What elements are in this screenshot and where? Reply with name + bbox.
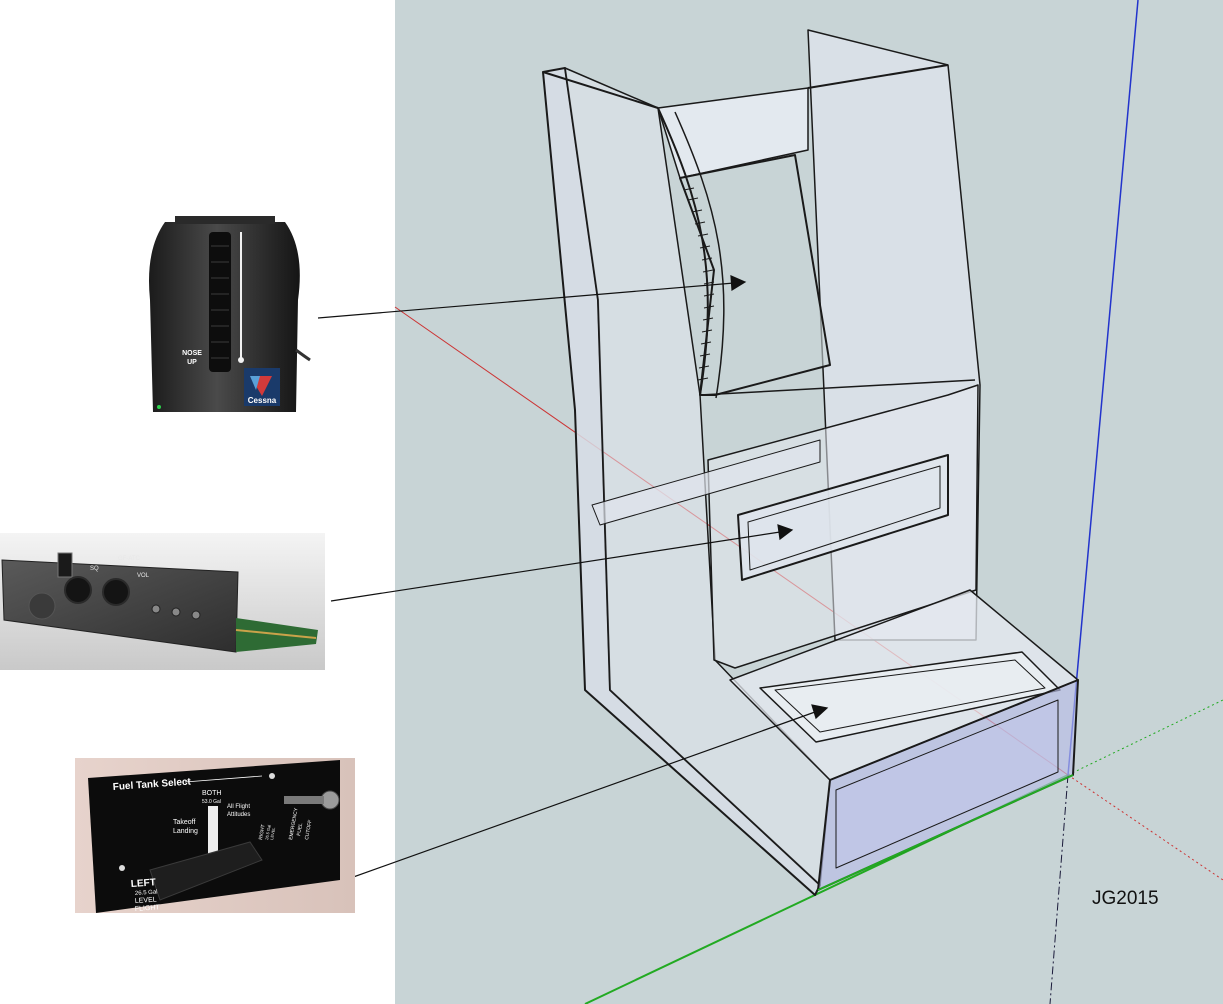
signature-text: JG2015 bbox=[1092, 888, 1159, 909]
nose-up-label-1: NOSE bbox=[182, 350, 202, 357]
fuel-selector-photo: Fuel Tank Select BOTH 53.0 Gal Takeoff L… bbox=[75, 758, 355, 913]
fuel-left-1: LEFT bbox=[130, 877, 156, 890]
fuel-emerg-1: EMERGENCY bbox=[288, 807, 300, 840]
fuel-left-3: LEVEL bbox=[135, 896, 157, 905]
fuel-selector-handle bbox=[149, 841, 263, 901]
fuel-both-label: BOTH bbox=[202, 790, 221, 797]
arrow-fuel-to-tray bbox=[330, 711, 816, 886]
arrow-radio-to-slot bbox=[330, 531, 781, 602]
radio-model-label: GF-ATC bbox=[118, 556, 141, 562]
inner-shelf bbox=[591, 439, 821, 526]
nose-up-label-2: UP bbox=[187, 359, 197, 366]
radio-panel-photo: GF-ATC SQ VOL bbox=[0, 533, 325, 670]
callout-arrows bbox=[317, 275, 829, 886]
fuel-left-2: 26.5 Gal bbox=[135, 889, 158, 897]
arrow-trim-to-monitor bbox=[317, 282, 735, 319]
top-beam bbox=[657, 87, 809, 179]
curved-edge bbox=[657, 107, 709, 396]
base-front-inner bbox=[835, 699, 1059, 869]
fuel-emerg-2: FUEL bbox=[296, 823, 304, 837]
fuel-right-2: 26.5 Gal bbox=[264, 824, 272, 840]
radio-knob1-label: SQ bbox=[90, 566, 99, 572]
fuel-right-1: RIGHT bbox=[258, 824, 267, 840]
monitor-opening bbox=[679, 154, 831, 396]
blue-axis bbox=[1067, 0, 1139, 776]
cabinet-model bbox=[542, 29, 1079, 896]
fuel-both-cap: 53.0 Gal bbox=[202, 799, 221, 805]
fuel-right-3: LEVEL bbox=[269, 826, 276, 840]
fuel-emerg-3: CUTOFF bbox=[304, 819, 313, 840]
blue-axis-dashdot bbox=[1049, 774, 1069, 1004]
fuel-allflight-1: All Flight bbox=[227, 804, 250, 810]
fuel-takeoff-1: Takeoff bbox=[173, 819, 195, 826]
fuel-allflight-2: Attitudes bbox=[227, 812, 250, 818]
brand-label: Cessna bbox=[248, 396, 277, 405]
edge-hatching bbox=[683, 187, 715, 381]
green-axis-dotted bbox=[1067, 699, 1223, 776]
red-axis-dotted bbox=[1067, 774, 1223, 881]
fuel-title: Fuel Tank Select bbox=[112, 777, 191, 793]
radio-knob2-label: VOL bbox=[137, 573, 150, 579]
trim-wheel-photo: NOSE UP Cessna bbox=[145, 210, 311, 420]
fuel-left-4: FLIGHT bbox=[135, 904, 161, 913]
fuel-takeoff-2: Landing bbox=[173, 828, 198, 835]
radio-slot bbox=[737, 454, 949, 581]
